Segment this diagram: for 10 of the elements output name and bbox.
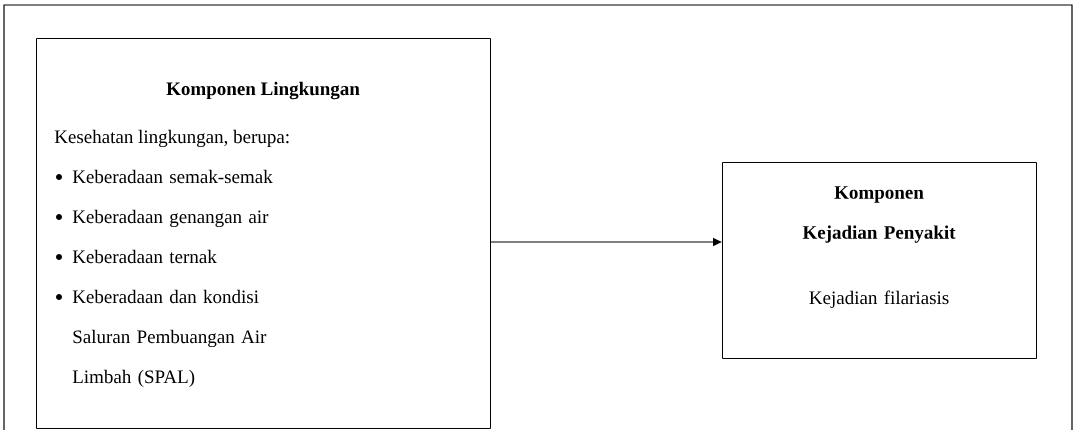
body-text: Kejadian filariasis xyxy=(809,290,949,309)
text-box xyxy=(722,162,1037,359)
bullet-item: Keberadaan semak-semak xyxy=(56,169,273,184)
bullet-item: Keberadaan dan kondisi Saluran Pembuangan Air Limbah (SPAL) xyxy=(56,289,267,388)
bullet-item: Keberadaan ternak xyxy=(56,249,217,264)
box-heading: Komponen Lingkungan xyxy=(166,81,360,100)
intro-text: Kesehatan lingkungan, berupa: xyxy=(54,129,289,148)
bullet-item: Keberadaan genangan air xyxy=(56,209,269,228)
box-heading: Komponen Kejadian Penyakit xyxy=(802,186,956,243)
text-box xyxy=(36,38,491,429)
